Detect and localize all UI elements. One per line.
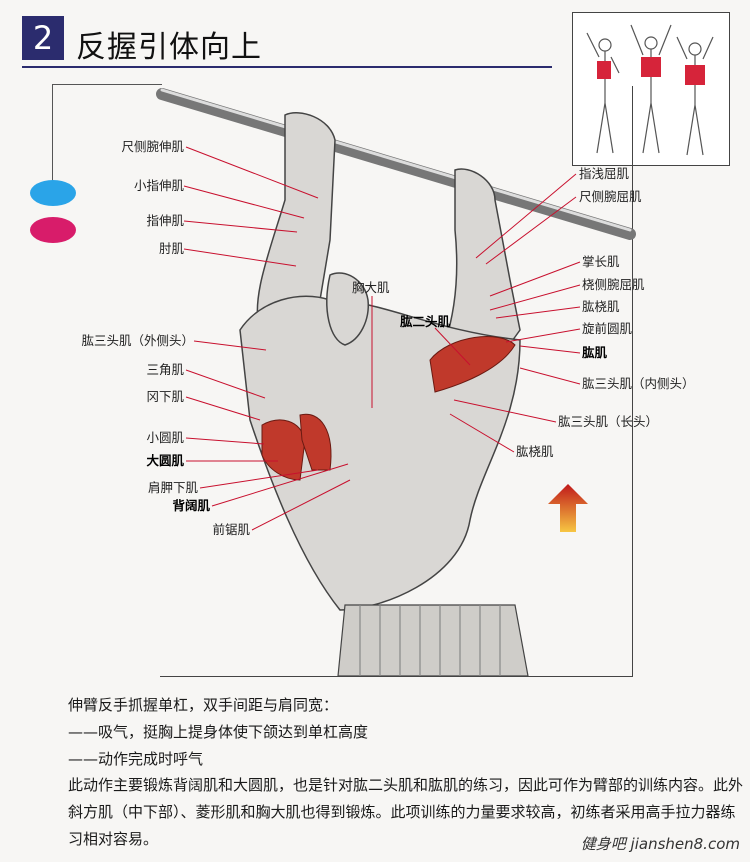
label-brachialis: 肱肌 <box>582 345 608 360</box>
up-arrow-icon <box>548 484 588 532</box>
page-title: 反握引体向上 <box>76 30 262 65</box>
inset-figures-illustration <box>586 24 714 156</box>
label-flexor-carpi-ulnaris: 尺侧腕屈肌 <box>579 189 642 204</box>
label-brachioradialis-upper: 肱桡肌 <box>582 299 620 314</box>
instruction-intro: 伸臂反手抓握单杠，双手间距与肩同宽： <box>68 696 339 714</box>
label-teres-minor: 小圆肌 <box>146 430 184 445</box>
side-tick <box>52 84 162 85</box>
pullup-bar <box>156 88 636 240</box>
label-pronator-teres: 旋前圆肌 <box>582 321 633 336</box>
label-pectoralis-major: 胸大肌 <box>352 280 390 295</box>
pink-legend-dot <box>30 217 76 243</box>
label-triceps-medial: 肱三头肌（内侧头） <box>582 376 695 391</box>
label-deltoid: 三角肌 <box>146 362 184 377</box>
label-infraspinatus: 冈下肌 <box>146 389 184 404</box>
instruction-step-2: ——动作完成时呼气 <box>68 750 204 768</box>
label-extensor-carpi-ulnaris: 尺侧腕伸肌 <box>121 139 184 154</box>
label-flexor-digitorum-superficialis: 指浅屈肌 <box>579 166 630 181</box>
label-triceps-long: 肱三头肌（长头） <box>558 414 659 429</box>
inset-figures <box>572 12 730 166</box>
label-serratus-anterior: 前锯肌 <box>212 522 250 537</box>
side-divider <box>52 84 53 194</box>
label-triceps-lateral: 肱三头肌（外侧头） <box>81 333 194 348</box>
label-palmaris-longus: 掌长肌 <box>582 254 620 269</box>
label-extensor-digitorum: 指伸肌 <box>146 213 184 228</box>
pullup-illustration <box>156 88 636 677</box>
label-brachioradialis-lower: 肱桡肌 <box>516 444 554 459</box>
label-anconeus: 肘肌 <box>158 241 184 256</box>
title-rule <box>22 66 552 68</box>
blue-legend-dot <box>30 180 76 206</box>
instruction-step-1: ——吸气，挺胸上提身体使下颌达到单杠高度 <box>68 723 369 741</box>
label-biceps: 肱二头肌 <box>400 314 451 329</box>
section-number: 2 <box>22 16 64 60</box>
label-extensor-digiti-minimi: 小指伸肌 <box>133 178 184 193</box>
label-flexor-carpi-radialis: 桡侧腕屈肌 <box>582 277 645 292</box>
label-teres-major: 大圆肌 <box>146 453 184 468</box>
watermark: 健身吧 jianshen8.com <box>580 835 740 853</box>
label-latissimus-dorsi: 背阔肌 <box>172 498 210 513</box>
description-paragraph: 此动作主要锻炼背阔肌和大圆肌，也是针对肱二头肌和肱肌的练习，因此可作为臂部的训练… <box>68 776 744 848</box>
label-subscapularis: 肩胛下肌 <box>147 480 198 495</box>
